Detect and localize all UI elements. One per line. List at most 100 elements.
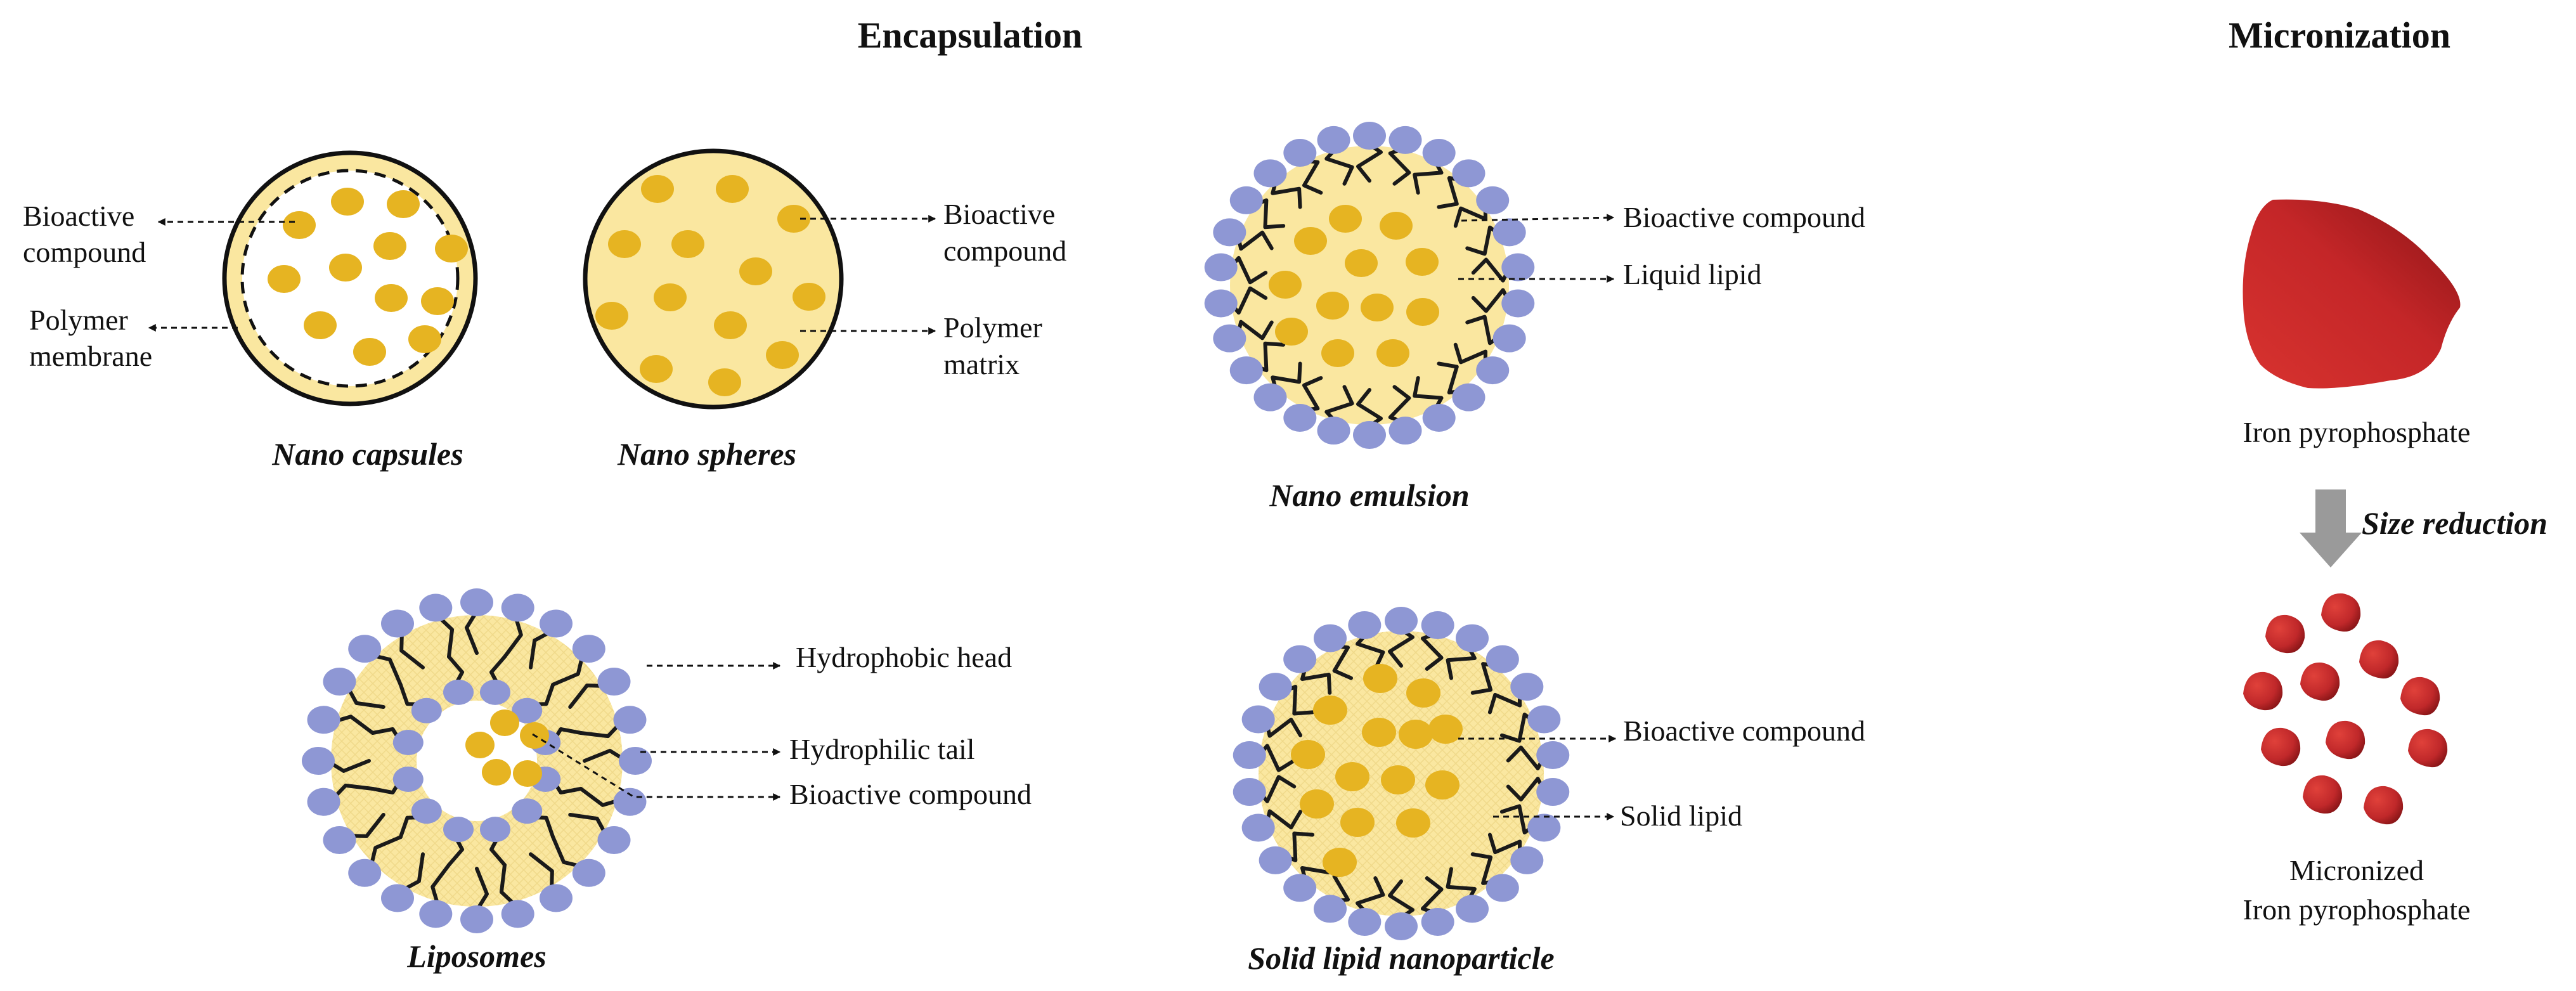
bioactive-droplet (714, 311, 747, 339)
bioactive-droplet (1406, 298, 1439, 326)
lipid-head (1492, 218, 1526, 247)
lipid-head (1348, 907, 1382, 936)
bioactive-droplet (331, 188, 364, 216)
lipid-head (1317, 126, 1350, 154)
lipid-head (1353, 122, 1386, 150)
sln-bioactive-label: Bioactive compound (1623, 715, 1865, 747)
bioactive-droplet (671, 230, 704, 258)
lipid-head (1283, 403, 1317, 432)
lipid-head (1510, 846, 1544, 874)
bioactive-droplet (304, 311, 337, 339)
lipid-head (1485, 874, 1519, 902)
bioactive-droplet (408, 325, 441, 353)
liposome-particle (302, 588, 652, 933)
iron-pyrophosphate-label: Iron pyrophosphate (2243, 416, 2471, 448)
micronized-particle (2408, 729, 2448, 768)
lipid-head (501, 593, 534, 622)
capsule-bioactive-label-2: compound (23, 236, 146, 268)
lipid-head (348, 635, 382, 663)
lipid-head (1452, 383, 1485, 411)
liposome-head-label: Hydrophobic head (796, 641, 1012, 673)
micronized-particle (2359, 640, 2399, 679)
capsule-polymer-label-2: membrane (29, 340, 152, 372)
lipid-head (1455, 624, 1489, 652)
micronized-particles (2243, 593, 2448, 825)
lipid-tail (529, 852, 554, 893)
lipid-head (381, 884, 414, 912)
lipid-head (1536, 778, 1570, 806)
bioactive-droplet (1361, 294, 1394, 321)
nano-spheres-caption: Nano spheres (617, 436, 796, 472)
bioactive-droplet (1396, 808, 1430, 838)
lipid-head (1485, 645, 1519, 673)
bioactive-droplet (375, 284, 408, 312)
bioactive-droplet (373, 232, 406, 260)
lipid-head (1259, 846, 1292, 874)
lipid-head (540, 609, 573, 638)
micronized-particle (2326, 720, 2366, 760)
lipid-head (1501, 289, 1535, 318)
lipid-head (1241, 705, 1275, 734)
micronized-particle (2364, 786, 2404, 825)
lipid-head (1314, 624, 1347, 652)
lipid-head (1455, 895, 1489, 923)
bioactive-droplet (513, 760, 542, 787)
bioactive-droplet (1406, 678, 1440, 708)
lipid-tail (499, 863, 518, 907)
lipid-head (348, 858, 382, 887)
lipid-head (323, 668, 356, 696)
bioactive-droplet (465, 732, 495, 758)
lipid-head (381, 609, 414, 638)
bioactive-droplet (1376, 339, 1409, 367)
micronized-particle (2265, 614, 2305, 654)
lipid-head (1492, 324, 1526, 353)
nano-capsule-particle (222, 150, 478, 406)
lipid-head (411, 798, 442, 824)
bioactive-droplet (268, 265, 301, 293)
lipid-head (443, 817, 474, 843)
bioactive-droplet (1428, 715, 1463, 744)
bioactive-droplet (640, 355, 673, 383)
lipid-head (479, 817, 510, 843)
lipid-head (411, 697, 442, 723)
lipid-head (613, 706, 647, 734)
lipid-tail (475, 867, 489, 912)
lipid-head (1213, 218, 1246, 247)
bioactive-droplet (1406, 248, 1439, 276)
lipid-head (1213, 324, 1246, 353)
lipid-head (460, 905, 493, 933)
lipid-head (1253, 383, 1287, 411)
bioactive-droplet (777, 205, 810, 233)
size-reduction-arrow-icon (2300, 489, 2362, 567)
lipid-head (501, 900, 534, 928)
lipid-tail (369, 835, 403, 869)
bioactive-droplet (1425, 770, 1460, 800)
size-reduction-label: Size reduction (2362, 505, 2547, 541)
bioactive-droplet (1291, 740, 1325, 769)
lipid-head (1253, 159, 1287, 188)
bioactive-droplet (739, 257, 772, 285)
lipid-head (460, 588, 493, 616)
lipid-head (307, 706, 340, 734)
lipid-head (597, 668, 631, 696)
lipid-head (1527, 705, 1561, 734)
sphere-polymer-label-1: Polymer (943, 311, 1042, 344)
bioactive-droplet (482, 759, 511, 786)
micronized-particle (2321, 593, 2361, 632)
bioactive-droplet (435, 235, 468, 262)
lipid-head (1422, 403, 1456, 432)
lipid-tail (465, 609, 479, 655)
bioactive-droplet (608, 230, 641, 258)
bioactive-droplet (595, 302, 628, 330)
capsule-polymer-label-1: Polymer (29, 304, 128, 336)
iron-pyrophosphate-particle (2243, 199, 2461, 389)
bioactive-droplet (1323, 848, 1357, 877)
lipid-head (302, 747, 335, 775)
lipid-head (1422, 139, 1456, 167)
bioactive-droplet (1316, 292, 1349, 320)
bioactive-droplet (1321, 339, 1354, 367)
lipid-head (1348, 611, 1382, 640)
lipid-head (1233, 778, 1266, 806)
lipid-head (1233, 741, 1266, 769)
lipid-head (1536, 741, 1570, 769)
